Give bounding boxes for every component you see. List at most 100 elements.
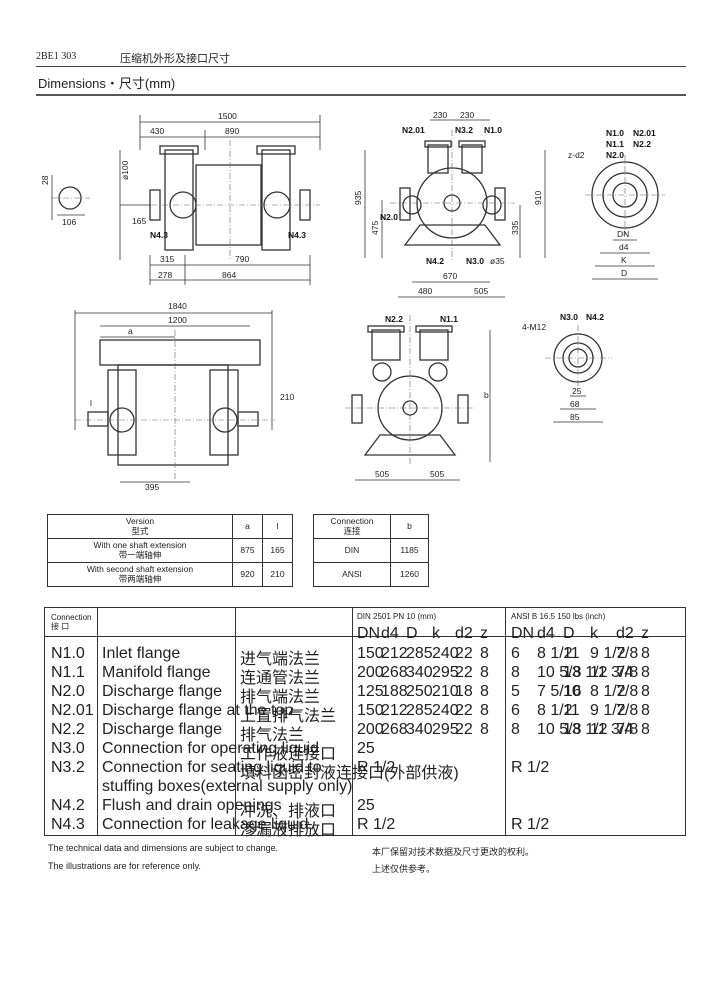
ansi-value: 8 bbox=[641, 683, 650, 700]
connection-name-zh: 排气法兰 bbox=[240, 727, 305, 744]
col-a-header: a bbox=[232, 514, 263, 539]
din-value: 240 bbox=[432, 645, 459, 662]
connection-name-zh: 冲洗、排液口 bbox=[240, 803, 337, 820]
dim-label: b bbox=[484, 390, 489, 400]
section-title: Dimensions・尺寸(mm) bbox=[38, 76, 176, 91]
connection-label: N4.2 bbox=[586, 312, 604, 322]
col-l-header: l bbox=[262, 514, 293, 539]
dim-label: 1500 bbox=[218, 111, 237, 121]
din-value: 295 bbox=[432, 664, 459, 681]
dim-label: 4-M12 bbox=[522, 322, 546, 332]
dim-label: 278 bbox=[158, 270, 172, 280]
din-value: 18 bbox=[455, 683, 473, 700]
dim-label: 335 bbox=[510, 221, 520, 235]
dim-label: DN bbox=[617, 229, 629, 239]
ansi-value: 8 1/2 bbox=[537, 645, 573, 662]
connection-label: N3.2 bbox=[455, 125, 473, 135]
table-row: DIN 1185 bbox=[313, 538, 429, 563]
connection-label: N1.0 bbox=[484, 125, 502, 135]
din-col-header: d2 bbox=[455, 625, 473, 642]
connection-code: N2.01 bbox=[51, 702, 94, 719]
din-value: 150 bbox=[357, 702, 384, 719]
din-value: 212 bbox=[381, 702, 408, 719]
dim-label: 790 bbox=[235, 254, 249, 264]
ansi-value: 13 1/2 bbox=[563, 664, 608, 681]
ansi-value: 8 1/2 bbox=[537, 702, 573, 719]
section-rule bbox=[36, 94, 686, 96]
dim-label: 25 bbox=[572, 386, 582, 396]
dim-label: 505 bbox=[474, 286, 488, 296]
dim-label: 475 bbox=[370, 221, 380, 235]
connection-name-zh: 进气端法兰 bbox=[240, 651, 321, 668]
ansi-value: 11 bbox=[563, 702, 580, 719]
ansi-value: R 1/2 bbox=[511, 816, 550, 833]
connection-label: N2.2 bbox=[385, 314, 403, 324]
header-rule bbox=[36, 66, 686, 67]
din-value: 25 bbox=[357, 740, 375, 757]
connection-label: N2.01 bbox=[402, 125, 425, 135]
ansi-value: 5 bbox=[511, 683, 520, 700]
dim-label: 315 bbox=[160, 254, 174, 264]
connection-name-en: Connection for seating liquid to bbox=[102, 759, 322, 776]
note-zh-2: 上述仅供参考。 bbox=[372, 865, 436, 875]
ansi-value: 8 bbox=[641, 645, 650, 662]
ansi-value: 11 bbox=[563, 645, 580, 662]
connection-name-zh: 工作液连接口 bbox=[240, 746, 337, 763]
ansi-col-header: z bbox=[641, 625, 649, 642]
din-value: 295 bbox=[432, 721, 459, 738]
version-header-en: Version bbox=[125, 515, 155, 526]
din-value: R 1/2 bbox=[357, 816, 396, 833]
dim-label: 395 bbox=[145, 482, 159, 492]
ansi-value: 8 bbox=[511, 664, 520, 681]
connection-label: N1.1 bbox=[606, 139, 624, 149]
ansi-value: 11 3/4 bbox=[590, 664, 634, 681]
connection-name-en: Manifold flange bbox=[102, 664, 211, 681]
ansi-value: 7/8 bbox=[616, 721, 639, 738]
connection-label: N4.3 bbox=[288, 230, 306, 240]
din-value: 22 bbox=[455, 721, 473, 738]
dim-label: 210 bbox=[280, 392, 294, 402]
note-zh-1: 本厂保留对技术数据及尺寸更改的权利。 bbox=[372, 848, 535, 858]
dim-label: 430 bbox=[150, 126, 164, 136]
connection-label: N1.1 bbox=[440, 314, 458, 324]
din-value: 212 bbox=[381, 645, 408, 662]
dim-label: K bbox=[621, 255, 627, 265]
dim-label: 670 bbox=[443, 271, 457, 281]
din-value: 285 bbox=[406, 702, 433, 719]
ansi-value: R 1/2 bbox=[511, 759, 550, 776]
dim-label: 480 bbox=[418, 286, 432, 296]
dim-label: d4 bbox=[619, 242, 629, 252]
ansi-col-header: d2 bbox=[616, 625, 634, 642]
dim-label: 85 bbox=[570, 412, 580, 422]
dim-label: 28 bbox=[40, 175, 50, 185]
dim-label: z-d2 bbox=[568, 150, 585, 160]
ansi-value: 6 bbox=[511, 702, 520, 719]
din-value: 22 bbox=[455, 702, 473, 719]
connection-label: N1.0 bbox=[606, 128, 624, 138]
dim-label: 106 bbox=[62, 217, 76, 227]
din-value: 22 bbox=[455, 664, 473, 681]
dim-label: l bbox=[90, 398, 92, 408]
din-value: 268 bbox=[381, 721, 408, 738]
din-value: 25 bbox=[357, 797, 375, 814]
connection-code: N1.0 bbox=[51, 645, 85, 662]
din-value: 8 bbox=[480, 683, 489, 700]
connection-name-zh: 排气端法兰 bbox=[240, 689, 321, 706]
connection-label: N4.2 bbox=[426, 256, 444, 266]
dim-label: 1840 bbox=[168, 301, 187, 311]
side-view-drawing: 1500 430 890 ø100 28 106 165 N4.3 N4.3 3… bbox=[40, 111, 321, 285]
ansi-value: 8 bbox=[511, 721, 520, 738]
connection-name-en: Discharge flange bbox=[102, 683, 223, 700]
connection-label: N2.2 bbox=[633, 139, 651, 149]
din-col-header: d4 bbox=[381, 625, 399, 642]
ansi-value: 8 bbox=[641, 664, 650, 681]
ansi-value: 7/8 bbox=[616, 683, 639, 700]
connection-name-en: Inlet flange bbox=[102, 645, 181, 662]
ansi-value: 9 1/2 bbox=[590, 645, 626, 662]
side-view-shaft-drawing: 1840 1200 a l 210 395 bbox=[74, 301, 294, 492]
